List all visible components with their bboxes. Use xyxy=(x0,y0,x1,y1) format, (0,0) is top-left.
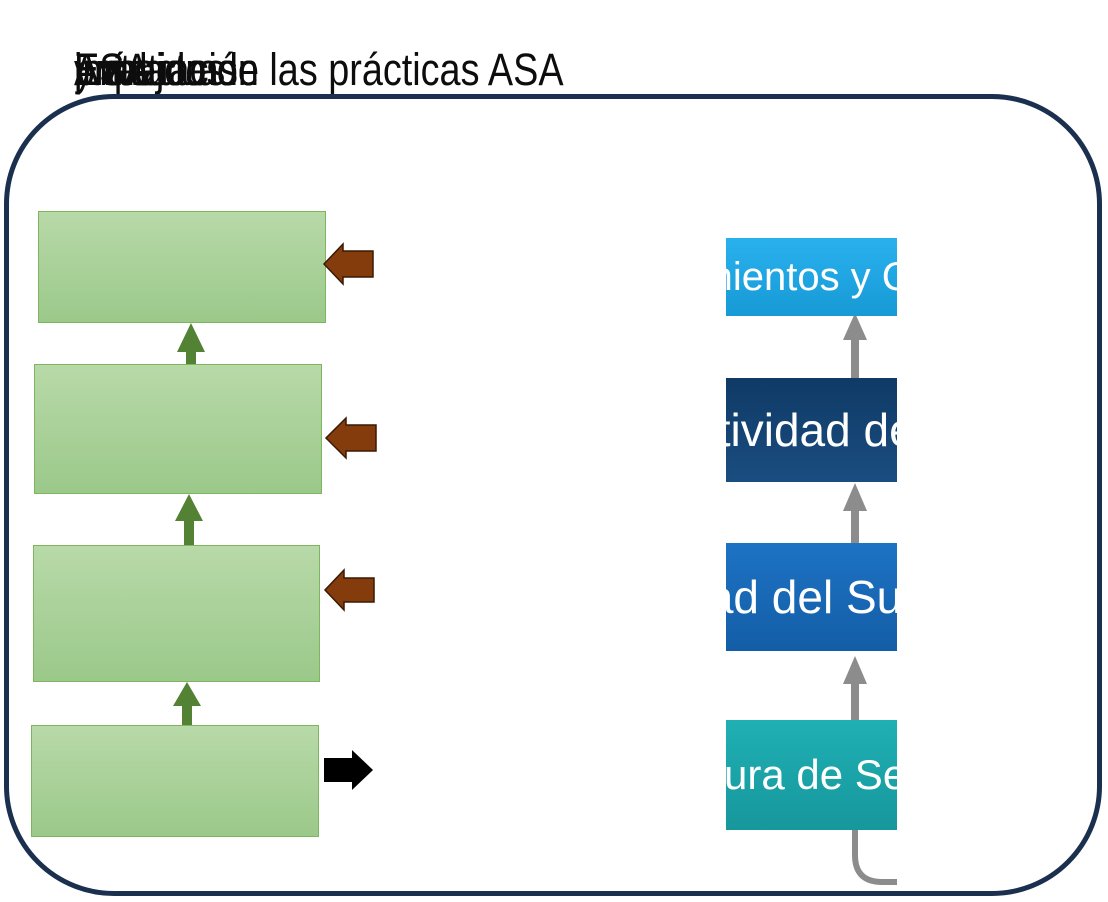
black-right-arrow xyxy=(324,750,373,790)
brown-left-arrow-3 xyxy=(323,568,375,612)
cascade-step-1-label: Rendimientos y Costos Cultivos xyxy=(726,254,897,299)
green-up-arrow-3 xyxy=(173,682,201,725)
cascade-step-2: Productividad del Agua xyxy=(726,378,897,482)
brown-left-arrow-1 xyxy=(322,242,374,286)
green-box-3 xyxy=(33,545,320,682)
cascade-step-3-label: Calidad del Suelo xyxy=(726,571,897,623)
gray-up-arrow-2 xyxy=(843,483,867,543)
diagram-frame xyxy=(4,94,1102,896)
title-overlap-fragment: Entrada de xyxy=(74,44,259,95)
title-overlap-fragment: Evaluación xyxy=(74,44,259,95)
cascade-step-3: Calidad del Suelo xyxy=(726,543,897,651)
green-box-1 xyxy=(38,211,326,323)
title-overlap-fragment: y mejoras xyxy=(74,44,238,95)
gray-up-arrow-1 xyxy=(843,313,867,378)
cascade-step-2-label: Productividad del Agua xyxy=(726,404,897,456)
title-overlap-fragment: ASA xyxy=(74,44,150,95)
brown-left-arrow-2 xyxy=(324,416,377,460)
title-overlap-fragment: prácticas xyxy=(74,44,226,95)
title-main-text: impacto de las prácticas ASA xyxy=(74,44,564,95)
gray-curved-connector xyxy=(852,830,897,885)
cascade-step-1: Rendimientos y Costos Cultivos xyxy=(726,238,897,316)
green-up-arrow-1 xyxy=(177,323,205,364)
green-box-4 xyxy=(31,725,319,837)
cascade-step-4-label: Agricultura de Secano xyxy=(726,751,897,798)
gray-up-arrow-3 xyxy=(843,656,867,720)
cascade-step-4: Agricultura de Secano xyxy=(726,720,897,830)
green-box-2 xyxy=(34,364,322,494)
diagram-title: Entrada de Evaluación prácticas y mejora… xyxy=(74,42,830,98)
green-up-arrow-2 xyxy=(175,494,203,545)
